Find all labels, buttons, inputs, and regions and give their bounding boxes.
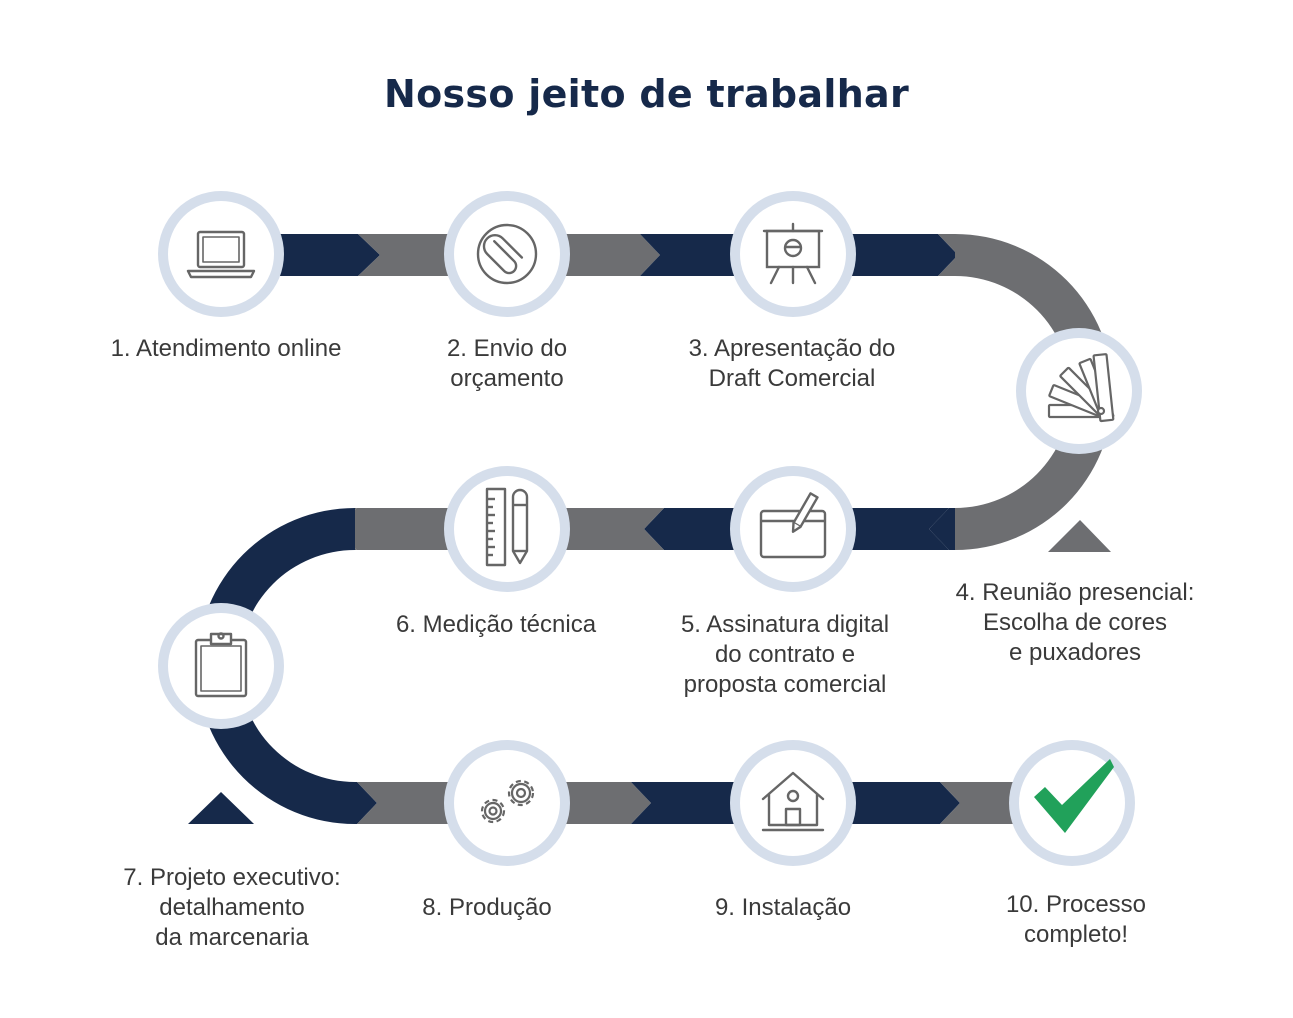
step-6-node (444, 466, 570, 592)
direction-triangle-left (188, 792, 254, 824)
presentation-board-icon (762, 222, 824, 285)
step-10-label: 10. Processo completo! (1005, 891, 1147, 948)
direction-triangle-right (1048, 520, 1111, 552)
road-segment-6 (938, 234, 958, 276)
step-8-node (444, 740, 570, 866)
color-swatch-icon (1047, 353, 1115, 423)
ruler-pencil-icon (485, 487, 529, 567)
step-7-node (158, 603, 284, 729)
step-7-label: 7. Projeto executivo: detalhamento da ma… (123, 864, 341, 951)
gears-icon (480, 779, 535, 824)
clipboard-icon (194, 632, 248, 698)
house-icon (761, 771, 825, 832)
step-6-label: 6. Medição técnica (395, 611, 597, 638)
step-9-label: 9. Instalação (714, 894, 852, 921)
step-4-node (1016, 328, 1142, 454)
step-1-label: 1. Atendimento online (110, 335, 342, 362)
road-curve-left (197, 508, 355, 824)
road-segment-7 (929, 508, 955, 550)
step-2-label: 2. Envio do orçamento (446, 335, 568, 392)
page-title: Nosso jeito de trabalhar (383, 72, 910, 116)
drawing-tablet-icon (759, 492, 827, 559)
step-10-node (1009, 740, 1135, 866)
road-segment-13 (355, 782, 377, 824)
step-3-node (730, 191, 856, 317)
road-curve-right (955, 234, 1113, 550)
checkmark-icon (1034, 759, 1114, 833)
laptop-icon (186, 230, 256, 279)
step-1-node (158, 191, 284, 317)
step-8-label: 8. Produção (422, 894, 552, 921)
step-5-node (730, 466, 856, 592)
paperclip-icon (476, 223, 538, 285)
step-4-label: 4. Reunião presencial: Escolha de cores … (955, 579, 1195, 666)
step-5-label: 5. Assinatura digital do contrato e prop… (680, 611, 890, 698)
step-3-label: 3. Apresentação do Draft Comercial (688, 335, 896, 392)
step-2-node (444, 191, 570, 317)
step-9-node (730, 740, 856, 866)
